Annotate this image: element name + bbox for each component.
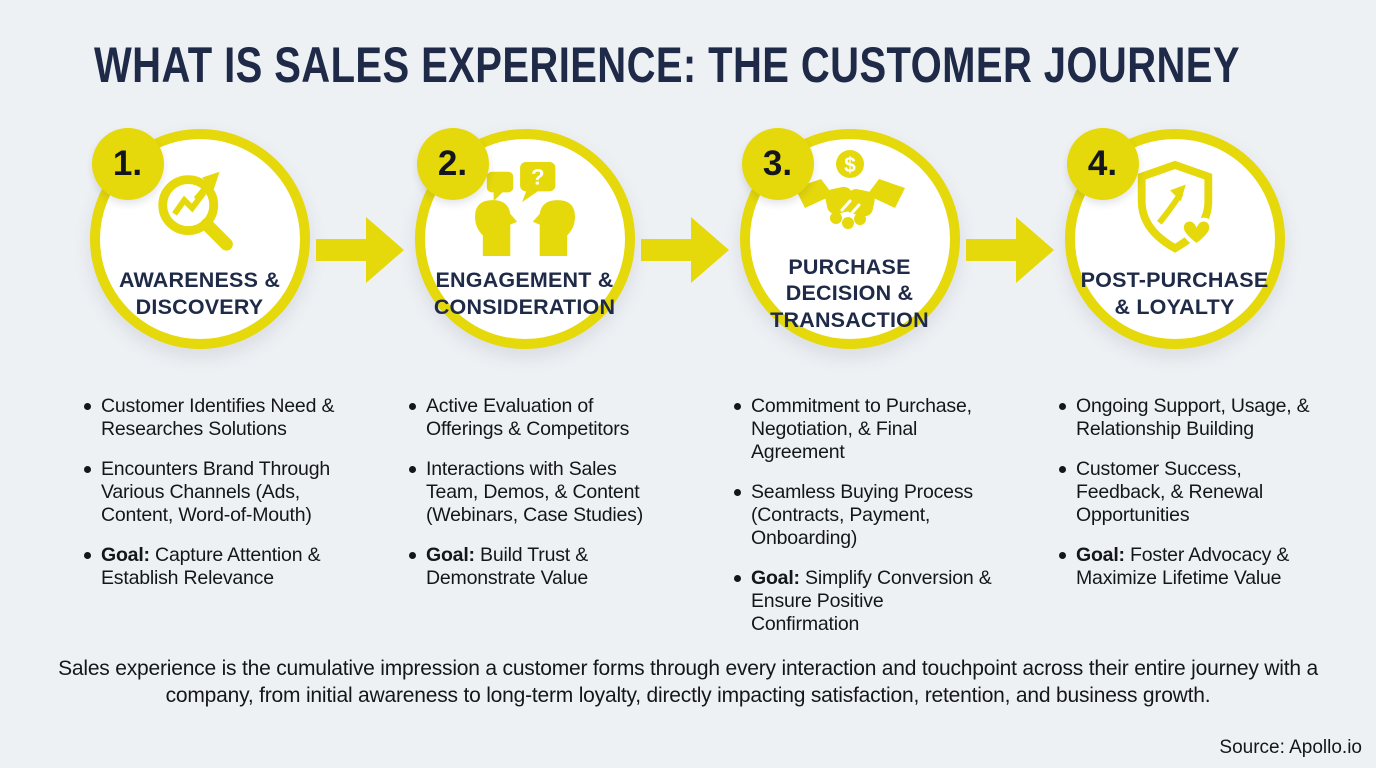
stage-post-purchase-loyalty: 4. POST-PURCHASE & LOYALTY Ongoing Suppo… xyxy=(1012,128,1337,607)
bullet-text: Active Evaluation of Offerings & Competi… xyxy=(426,395,630,440)
stage-label: PURCHASE DECISION & TRANSACTION xyxy=(770,254,929,332)
bullet-item: Goal: Build Trust & Demonstrate Value xyxy=(408,544,670,590)
stage-circle: 4. POST-PURCHASE & LOYALTY xyxy=(1064,128,1285,349)
shield-growth-heart-icon xyxy=(1125,160,1225,258)
summary-text: Sales experience is the cumulative impre… xyxy=(58,657,1318,707)
stage-label: ENGAGEMENT & CONSIDERATION xyxy=(433,267,616,319)
stage-circle: 2. ? ENGAGEMENT & CONSIDERATION xyxy=(414,128,635,349)
stage-label: POST-PURCHASE & LOYALTY xyxy=(1080,267,1269,319)
bullet-bold: Goal: xyxy=(751,567,800,589)
flow-arrow-icon xyxy=(966,217,1054,283)
bullet-text: Customer Success, Feedback, & Renewal Op… xyxy=(1076,458,1263,526)
magnifier-trend-icon xyxy=(149,160,251,258)
bullet-item: Encounters Brand Through Various Channel… xyxy=(83,458,345,527)
stage-awareness-discovery: 1. AWARENESS & DISCOVERY Customer Identi… xyxy=(37,128,362,607)
bullet-item: Ongoing Support, Usage, & Relationship B… xyxy=(1058,395,1320,441)
bullet-bold: Goal: xyxy=(101,544,150,566)
bullet-item: Active Evaluation of Offerings & Competi… xyxy=(408,395,670,441)
bullet-item: Interactions with Sales Team, Demos, & C… xyxy=(408,458,670,527)
svg-text:?: ? xyxy=(530,164,544,189)
stage-bullets: Customer Identifies Need & Researches So… xyxy=(83,395,345,590)
bullet-item: Goal: Foster Advocacy & Maximize Lifetim… xyxy=(1058,544,1320,590)
page-title: WHAT IS SALES EXPERIENCE: THE CUSTOMER J… xyxy=(94,37,1240,93)
stage-number-badge: 3. xyxy=(741,128,814,200)
bullet-bold: Goal: xyxy=(1076,544,1125,566)
stage-number: 4. xyxy=(1087,144,1118,183)
stage-engagement-consideration: 2. ? ENGAGEMENT & CONSIDERATION Active E… xyxy=(362,128,687,607)
bullet-item: Customer Success, Feedback, & Renewal Op… xyxy=(1058,458,1320,527)
stage-number-badge: 1. xyxy=(91,128,164,200)
bullet-text: Commitment to Purchase, Negotiation, & F… xyxy=(751,395,972,463)
bullet-text: Encounters Brand Through Various Channel… xyxy=(101,458,330,526)
stage-label: AWARENESS & DISCOVERY xyxy=(118,267,281,319)
bullet-text: Foster Advocacy & Maximize Lifetime Valu… xyxy=(1076,544,1290,589)
bullet-text: Seamless Buying Process (Contracts, Paym… xyxy=(751,481,973,549)
bullet-item: Goal: Simplify Conversion & Ensure Posit… xyxy=(733,567,995,636)
stage-circle: 3. $ PURCHASE DECISION & TRANSACTIO xyxy=(739,128,960,349)
stage-bullets: Ongoing Support, Usage, & Relationship B… xyxy=(1058,395,1320,590)
bullet-text: Capture Attention & Establish Relevance xyxy=(101,544,321,589)
bullet-text: Build Trust & Demonstrate Value xyxy=(426,544,589,589)
stage-number: 2. xyxy=(437,144,468,183)
stage-number: 3. xyxy=(762,144,793,183)
stage-number-badge: 2. xyxy=(416,128,489,200)
bullet-text: Ongoing Support, Usage, & Relationship B… xyxy=(1076,395,1310,440)
stage-number: 1. xyxy=(112,144,143,183)
flow-arrow-icon xyxy=(316,217,404,283)
svg-text:$: $ xyxy=(844,154,856,177)
bullet-item: Goal: Capture Attention & Establish Rele… xyxy=(83,544,345,590)
stage-bullets: Active Evaluation of Offerings & Competi… xyxy=(408,395,670,590)
stage-number-badge: 4. xyxy=(1066,128,1139,200)
stage-circle: 1. AWARENESS & DISCOVERY xyxy=(89,128,310,349)
bullet-bold: Goal: xyxy=(426,544,475,566)
bullet-item: Customer Identifies Need & Researches So… xyxy=(83,395,345,441)
stage-bullets: Commitment to Purchase, Negotiation, & F… xyxy=(733,395,995,636)
bullet-text: Simplify Conversion & Ensure Positive Co… xyxy=(751,567,992,635)
stage-purchase-decision: 3. $ PURCHASE DECISION & TRANSACTIO xyxy=(687,128,1012,653)
chat-people-icon: ? xyxy=(469,160,581,258)
bullet-text: Interactions with Sales Team, Demos, & C… xyxy=(426,458,644,526)
flow-arrow-icon xyxy=(641,217,729,283)
bullet-item: Commitment to Purchase, Negotiation, & F… xyxy=(733,395,995,464)
bullet-text: Customer Identifies Need & Researches So… xyxy=(101,395,335,440)
bullet-item: Seamless Buying Process (Contracts, Paym… xyxy=(733,481,995,550)
source-attribution: Source: Apollo.io xyxy=(1219,737,1362,758)
